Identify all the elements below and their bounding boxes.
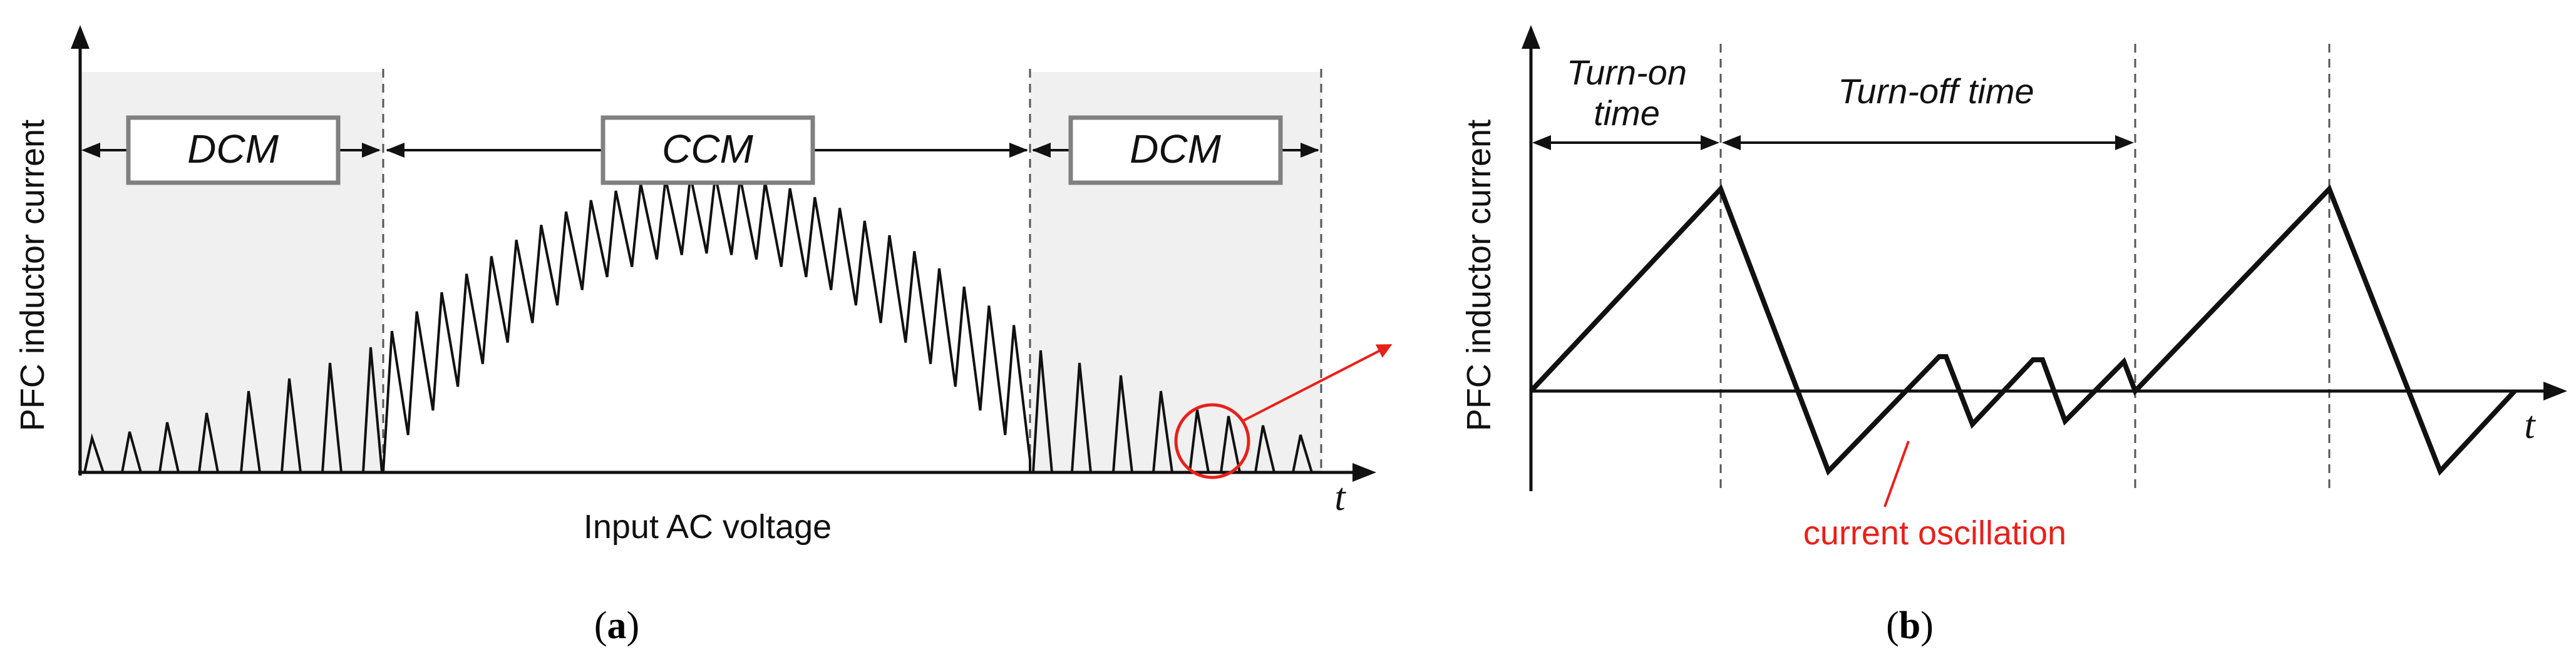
dcm-right-label: DCM <box>1130 126 1221 171</box>
caption-b: (b) <box>1886 604 1934 647</box>
turn-off-arrowhead-right <box>2115 135 2134 150</box>
x-axis-label-a: Input AC voltage <box>584 508 832 546</box>
inductor-current-waveform <box>81 175 1321 474</box>
y-axis-arrowhead <box>71 25 90 49</box>
y-axis-label-b: PFC inductor current <box>1460 120 1498 431</box>
inductor-current-waveform-b <box>1529 184 2517 476</box>
dcm-left-arrowhead-right <box>362 143 381 158</box>
dcm-right-box <box>1068 115 1283 185</box>
zoom-arrow <box>1243 344 1393 422</box>
ccm-arrowhead-right <box>1009 143 1028 158</box>
caption-a: (a) <box>594 604 639 647</box>
panel-b: Turn-on time Turn-off time PFC inductor … <box>1460 25 2567 647</box>
y-axis-label-a: PFC inductor current <box>14 120 51 431</box>
dcm-left-arrowhead-left <box>81 143 100 158</box>
ccm-box <box>600 115 815 185</box>
dcm-left-label: DCM <box>187 126 279 171</box>
dcm-right-arrowhead-right <box>1301 143 1319 158</box>
x-axis-b-arrowhead <box>2543 382 2567 400</box>
oscillation-pointer <box>1883 440 1910 507</box>
turn-on-label-line2: time <box>1594 93 1660 133</box>
panel-a: DCM CCM DCM PFC inductor current Input A… <box>14 25 1393 647</box>
turn-on-label-line1: Turn-on <box>1567 53 1687 92</box>
turn-on-arrowhead-left <box>1532 135 1551 150</box>
ccm-label: CCM <box>662 126 753 171</box>
zoom-circle <box>1174 403 1250 479</box>
turn-off-arrowhead-left <box>1722 135 1741 150</box>
oscillation-label: current oscillation <box>1803 514 2066 552</box>
dcm-right-arrowhead-left <box>1032 143 1051 158</box>
dcm-left-box <box>126 115 341 185</box>
turn-off-label: Turn-off time <box>1838 71 2034 111</box>
y-axis-b-arrowhead <box>1522 25 1540 49</box>
turn-on-arrowhead-right <box>1701 135 1719 150</box>
x-axis-arrowhead <box>1352 463 1376 482</box>
t-label-a: t <box>1334 476 1346 519</box>
t-label-b: t <box>2524 404 2536 447</box>
ccm-arrowhead-left <box>386 143 404 158</box>
